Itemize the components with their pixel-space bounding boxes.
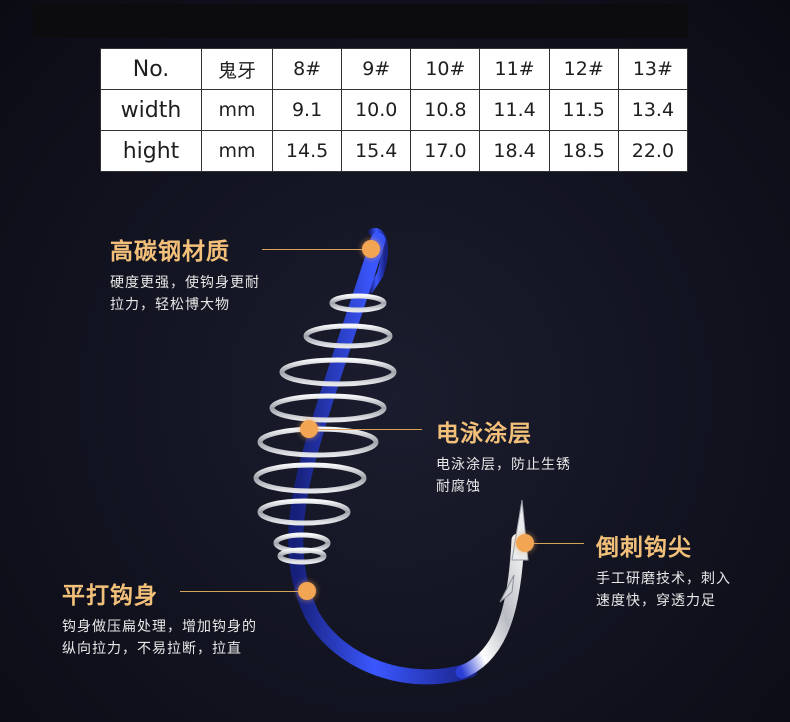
table-cell: 12# bbox=[548, 48, 619, 90]
callout-line-coating bbox=[318, 429, 422, 430]
hook-shaft bbox=[288, 232, 478, 685]
callout-desc-line: 手工研磨技术，刺入 bbox=[596, 571, 731, 587]
table-row-hight: hight mm 14.5 15.4 17.0 18.4 18.5 22.0 bbox=[100, 130, 689, 172]
callout-desc: 钩身做压扁处理，增加钩身的 纵向拉力，不易拉断，拉直 bbox=[62, 616, 257, 660]
table-cell: 13.4 bbox=[617, 89, 689, 131]
callout-steel: 高碳钢材质 硬度更强，使钩身更耐 拉力，轻松博大物 bbox=[110, 232, 260, 316]
callout-desc: 手工研磨技术，刺入 速度快，穿透力足 bbox=[596, 568, 731, 612]
hook-barb bbox=[499, 574, 515, 603]
table-cell: 17.0 bbox=[410, 130, 481, 172]
hook-eye bbox=[366, 228, 388, 294]
table-cell: 11.5 bbox=[548, 89, 619, 131]
callout-line-steel bbox=[262, 249, 362, 250]
spring-coil bbox=[253, 293, 397, 565]
table-header-row: No. 鬼牙 8# 9# 10# 11# 12# 13# bbox=[100, 48, 689, 90]
table-cell: 13# bbox=[617, 48, 689, 90]
callout-flat: 平打钩身 钩身做压扁处理，增加钩身的 纵向拉力，不易拉断，拉直 bbox=[62, 576, 257, 660]
table-cell: 15.4 bbox=[341, 130, 412, 172]
table-cell: 18.5 bbox=[548, 130, 619, 172]
table-cell: 14.5 bbox=[271, 130, 343, 172]
callout-title: 平打钩身 bbox=[62, 583, 158, 609]
callout-line-barb bbox=[534, 543, 584, 544]
callout-desc-line: 纵向拉力，不易拉断，拉直 bbox=[62, 641, 242, 657]
table-cell: 18.4 bbox=[479, 130, 550, 172]
callout-desc-line: 耐腐蚀 bbox=[436, 479, 481, 495]
table-cell: hight bbox=[100, 130, 202, 172]
callout-desc-line: 钩身做压扁处理，增加钩身的 bbox=[62, 619, 257, 635]
table-cell: mm bbox=[201, 130, 273, 172]
callout-dot-coating bbox=[300, 420, 318, 438]
callout-desc-line: 拉力，轻松博大物 bbox=[110, 297, 230, 313]
table-cell: No. bbox=[100, 48, 202, 90]
callout-dot-barb bbox=[516, 534, 534, 552]
table-cell: 22.0 bbox=[617, 130, 689, 172]
callout-dot-steel bbox=[362, 240, 380, 258]
callout-desc-line: 电泳涂层，防止生锈 bbox=[436, 457, 571, 473]
table-cell: 10# bbox=[410, 48, 481, 90]
table-cell: width bbox=[100, 89, 202, 131]
table-cell: 10.8 bbox=[410, 89, 481, 131]
callout-title: 倒刺钩尖 bbox=[596, 535, 692, 561]
table-cell: 10.0 bbox=[341, 89, 412, 131]
callout-coating: 电泳涂层 电泳涂层，防止生锈 耐腐蚀 bbox=[436, 414, 571, 498]
table-cell: mm bbox=[201, 89, 273, 131]
callout-desc: 电泳涂层，防止生锈 耐腐蚀 bbox=[436, 454, 571, 498]
callout-desc: 硬度更强，使钩身更耐 拉力，轻松博大物 bbox=[110, 272, 260, 316]
callout-barb: 倒刺钩尖 手工研磨技术，刺入 速度快，穿透力足 bbox=[596, 528, 731, 612]
callout-desc-line: 速度快，穿透力足 bbox=[596, 593, 716, 609]
size-spec-table: No. 鬼牙 8# 9# 10# 11# 12# 13# width mm 9.… bbox=[100, 48, 689, 172]
callout-line-flat bbox=[180, 591, 298, 592]
top-banner-bar bbox=[33, 4, 688, 38]
callout-title: 高碳钢材质 bbox=[110, 239, 230, 265]
callout-dot-flat bbox=[298, 582, 316, 600]
table-cell: 9.1 bbox=[271, 89, 343, 131]
callout-desc-line: 硬度更强，使钩身更耐 bbox=[110, 275, 260, 291]
callout-title: 电泳涂层 bbox=[436, 421, 532, 447]
hook-bend-silver bbox=[455, 533, 525, 679]
table-row-width: width mm 9.1 10.0 10.8 11.4 11.5 13.4 bbox=[100, 89, 689, 131]
